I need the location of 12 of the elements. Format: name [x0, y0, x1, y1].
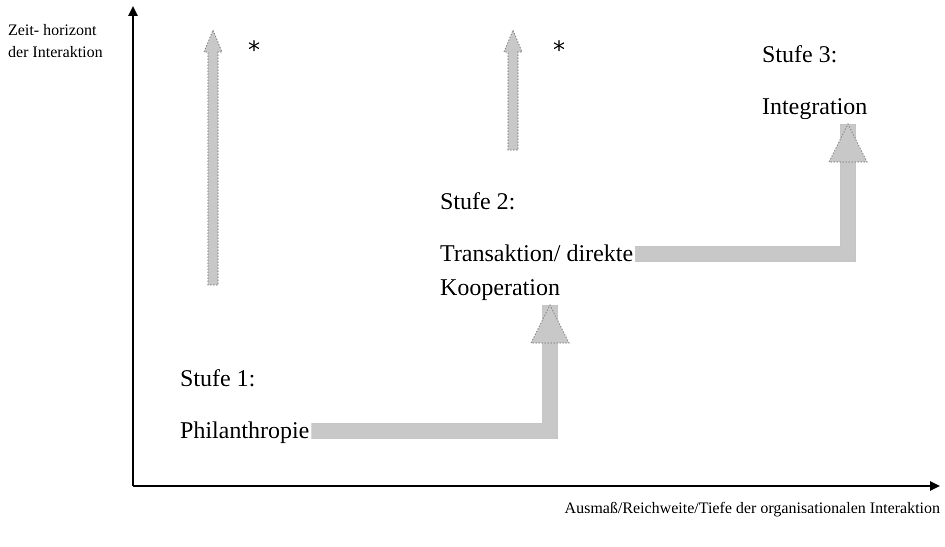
axis-label: Ausmaß/Reichweite/Tiefe der organisationalen Interaktion: [564, 499, 940, 519]
stage-label: Philanthropie: [180, 417, 310, 446]
arrow: [635, 124, 868, 262]
stage-label: Stufe 1:: [180, 365, 256, 394]
stage-label: Integration: [762, 93, 868, 122]
stage-label: Stufe 2:: [440, 188, 516, 217]
footnote-mark: *: [553, 38, 566, 62]
stage-label: Stufe 3:: [762, 41, 838, 70]
footnote-mark: *: [248, 38, 261, 62]
arrow: [311, 304, 570, 439]
stage-label: Transaktion/ direkte Kooperation: [440, 240, 634, 303]
axis-label: Zeit- horizont der Interaktion: [8, 21, 104, 63]
